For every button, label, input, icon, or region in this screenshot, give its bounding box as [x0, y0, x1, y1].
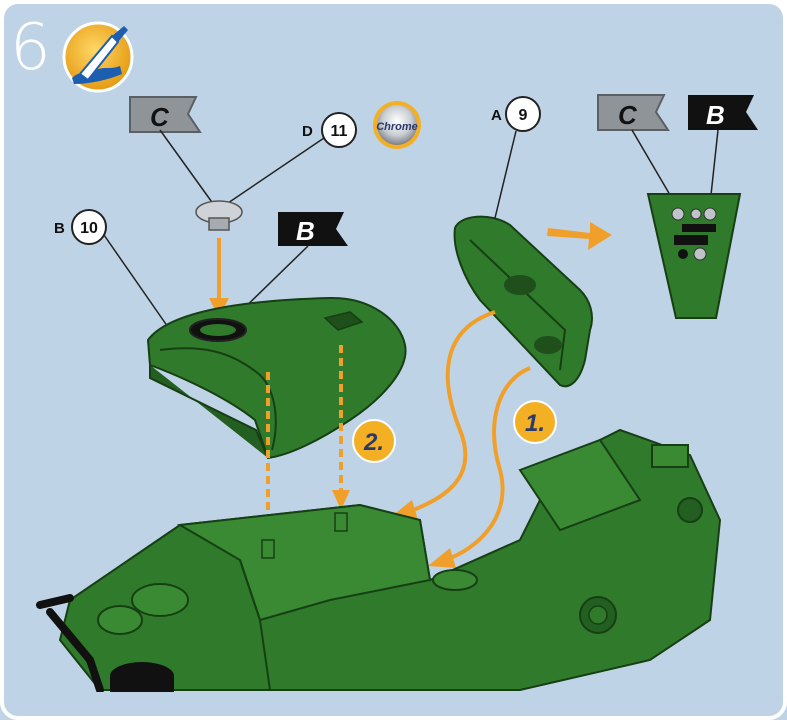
step-number: 6 [10, 16, 50, 80]
callout-letter-a: A [491, 107, 502, 124]
sequence-label-2: 2. [363, 429, 384, 456]
paint-brush-icon [64, 23, 132, 91]
flag-c-right-label: C [618, 100, 638, 130]
chrome-badge-label: Chrome [376, 121, 418, 133]
callout-letter-b: B [54, 220, 65, 237]
sequence-label-1: 1. [525, 410, 545, 437]
flag-b-label: B [296, 216, 315, 246]
flag-b-right-label: B [706, 100, 725, 130]
callout-letter-d: D [302, 123, 313, 140]
callout-number-10: 10 [80, 220, 98, 237]
flag-c-label: C [150, 102, 170, 132]
callout-number-9: 9 [519, 107, 528, 124]
callout-number-11: 11 [331, 123, 348, 140]
